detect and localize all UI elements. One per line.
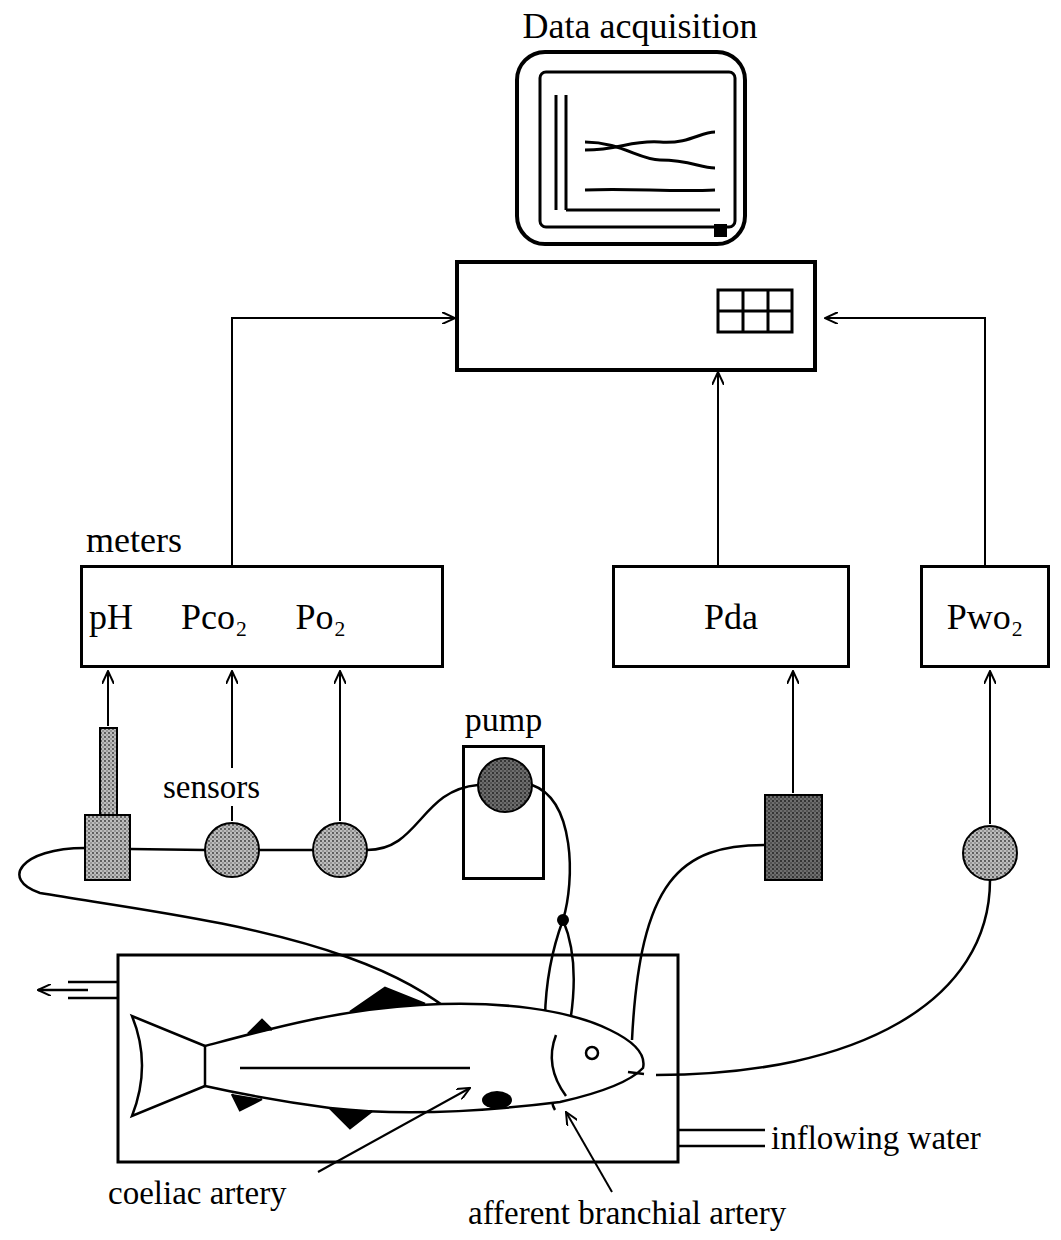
- signal-name: Pda: [704, 596, 758, 638]
- water-pipes: [38, 982, 765, 1146]
- pump-box: pump: [462, 745, 545, 880]
- tube-junction: [557, 914, 569, 926]
- signal-arrows: [108, 671, 990, 824]
- signal-name: Pwo₂: [947, 596, 1024, 638]
- ph-electrode-body: [85, 815, 130, 880]
- fish-eye: [586, 1047, 598, 1059]
- part-label: sensors: [160, 768, 263, 806]
- box-heading: meters: [83, 518, 441, 562]
- ph-electrode-rod: [100, 728, 117, 815]
- water-po2-electrode: [963, 826, 1017, 880]
- signal-connector: [825, 318, 985, 565]
- trout: [132, 988, 644, 1128]
- meter-box: meterspHPco₂Po₂: [80, 565, 444, 668]
- part-label: coeliac artery: [105, 1174, 290, 1212]
- po2-electrode: [313, 823, 367, 877]
- display-panel: [718, 290, 792, 332]
- power-light: [714, 224, 727, 237]
- diagram-heading: Data acquisition: [455, 0, 825, 46]
- computer-base: [457, 262, 815, 370]
- leader-arrows: [318, 1088, 612, 1192]
- monitor-screen: [540, 72, 735, 227]
- monitor-case: [517, 52, 745, 244]
- part-label: afferent branchial artery: [465, 1194, 789, 1232]
- signal-name: Po₂: [296, 596, 347, 638]
- box-heading: pump: [435, 698, 572, 742]
- signal-name: Pco₂: [181, 596, 248, 638]
- pressure-transducer: [765, 795, 822, 880]
- pump-head: [478, 758, 532, 812]
- pco2-electrode: [205, 823, 259, 877]
- screen-traces: [556, 95, 720, 210]
- meter-box: Pwo₂: [920, 565, 1050, 668]
- coeliac-cannula: [482, 1091, 512, 1109]
- signal-connector: [232, 318, 455, 565]
- part-label: inflowing water: [768, 1119, 984, 1157]
- signal-connector: [717, 372, 719, 565]
- signal-name: pH: [89, 596, 133, 638]
- meter-box: Pda: [612, 565, 850, 668]
- computer: Data acquisition: [455, 0, 825, 372]
- fish-tank: [118, 955, 678, 1162]
